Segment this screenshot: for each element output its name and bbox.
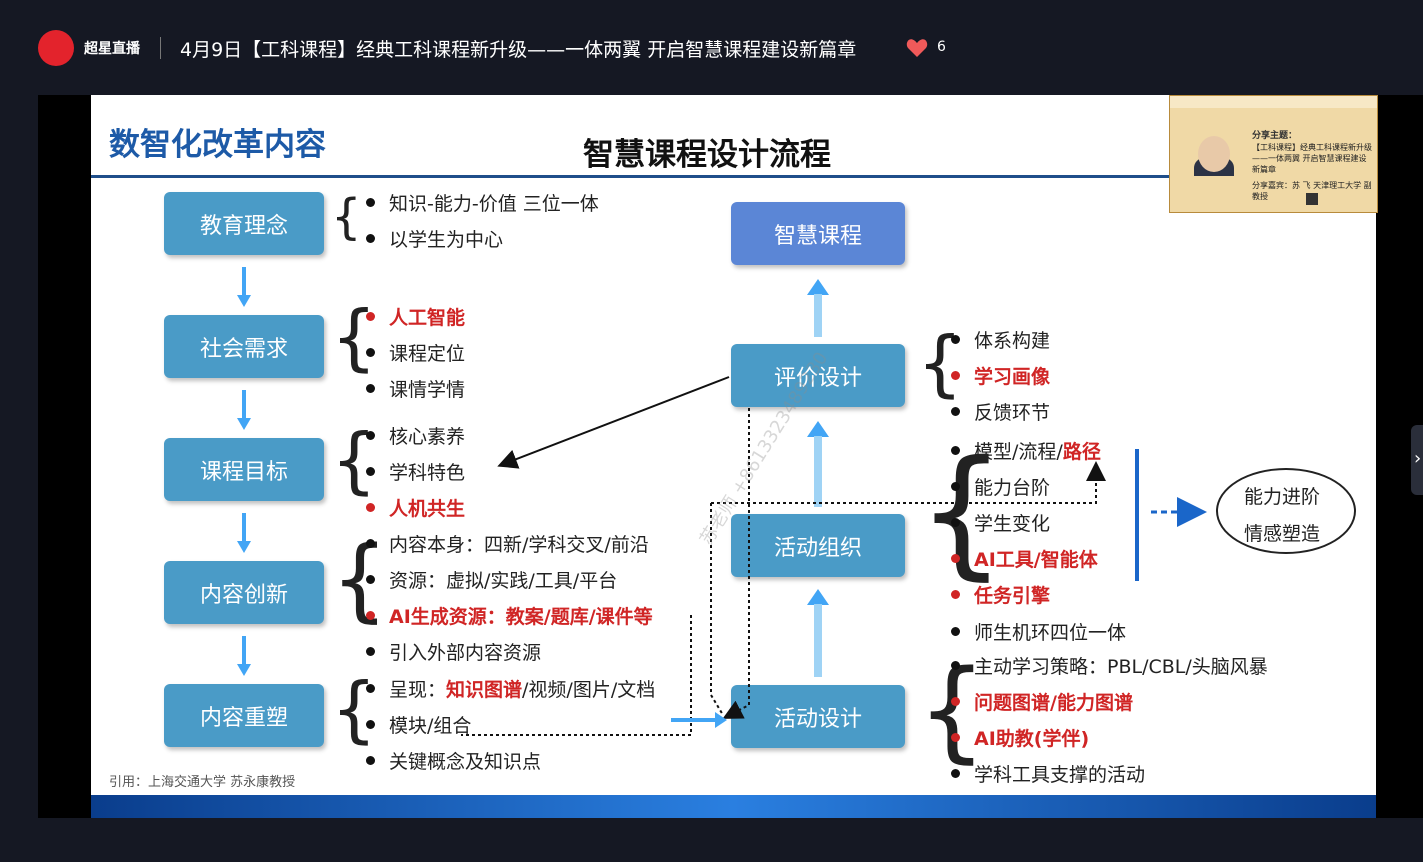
list-item: 学科工具支撑的活动 (951, 760, 1145, 787)
box-social-demand: 社会需求 (164, 315, 324, 378)
arrow-up-icon (807, 589, 829, 677)
list-item: 师生机环四位一体 (951, 618, 1126, 645)
list-item: AI助教(学伴) (951, 724, 1089, 751)
box-smart-course: 智慧课程 (731, 202, 905, 265)
list-item: AI工具/智能体 (951, 545, 1098, 572)
brace: { (917, 646, 987, 774)
box-content-reshape: 内容重塑 (164, 684, 324, 747)
inset-speaker: 分享嘉宾：苏 飞 天津理工大学 副教授 (1252, 181, 1372, 201)
slide: 数智化改革内容 智慧课程设计流程 教育理念 社会需求 课程目标 内容创新 内容重… (91, 95, 1376, 818)
list-item: 核心素养 (366, 422, 465, 449)
brand-label: 超星直播 (84, 41, 140, 57)
like-count: 6 (937, 39, 946, 55)
oval-text: 情感塑造 (1244, 523, 1321, 545)
box-activity-organization: 活动组织 (731, 514, 905, 577)
inset-header (1170, 96, 1377, 108)
list-item: 知识-能力-价值 三位一体 (366, 189, 599, 216)
speaker-inset[interactable]: 分享主题： 【工科课程】经典工科课程新升级——一体两翼 开启智慧课程建设新篇章 … (1169, 95, 1378, 213)
list-item: 主动学习策略：PBL/CBL/头脑风暴 (951, 652, 1268, 679)
box-education-philosophy: 教育理念 (164, 192, 324, 255)
list-item: 学生变化 (951, 509, 1050, 536)
list-item: 模型/流程/路径 (951, 437, 1101, 464)
qr-code-icon (1306, 193, 1318, 205)
chaoxing-logo-icon[interactable] (38, 30, 74, 66)
list-item: 以学生为中心 (366, 225, 503, 252)
list-item: 能力台阶 (951, 473, 1050, 500)
citation: 引用：上海交通大学 苏永康教授 (109, 775, 296, 790)
list-item: AI生成资源：教案/题库/课件等 (366, 602, 653, 629)
brace: { (331, 527, 389, 632)
list-item: 关键概念及知识点 (366, 747, 541, 774)
list-item: 引入外部内容资源 (366, 638, 541, 665)
oval-text: 能力进阶 (1244, 486, 1321, 508)
divider (160, 37, 161, 59)
list-item: 问题图谱/能力图谱 (951, 688, 1133, 715)
arrow-up-icon (807, 421, 829, 507)
heart-icon[interactable] (906, 38, 928, 58)
side-panel-toggle[interactable] (1411, 425, 1423, 495)
box-course-goal: 课程目标 (164, 438, 324, 501)
live-title: 4月9日【工科课程】经典工科课程新升级——一体两翼 开启智慧课程建设新篇章 (180, 39, 857, 61)
section-title: 数智化改革内容 (109, 127, 326, 163)
arrow-down-icon (237, 636, 251, 676)
list-item: 资源：虚拟/实践/工具/平台 (366, 566, 617, 593)
list-item: 课程定位 (366, 339, 465, 366)
list-item: 模块/组合 (366, 711, 471, 738)
brace: { (331, 189, 362, 245)
list-item: 人工智能 (366, 303, 465, 330)
arrow-up-icon (807, 279, 829, 337)
header-rule (91, 175, 1376, 178)
box-activity-design: 活动设计 (731, 685, 905, 748)
list-item: 学科特色 (366, 458, 465, 485)
box-content-innovation: 内容创新 (164, 561, 324, 624)
brace: { (917, 431, 1007, 594)
list-item: 课情学情 (366, 375, 465, 402)
arrow-down-icon (237, 390, 251, 430)
box-evaluation-design: 评价设计 (731, 344, 905, 407)
top-bar: 超星直播 4月9日【工科课程】经典工科课程新升级——一体两翼 开启智慧课程建设新… (0, 0, 1423, 95)
list-item: 体系构建 (951, 326, 1050, 353)
arrow-down-icon (237, 267, 251, 307)
list-item: 内容本身：四新/学科交叉/前沿 (366, 530, 649, 557)
inset-share-label: 分享主题： (1252, 131, 1298, 141)
main-title: 智慧课程设计流程 (583, 137, 831, 173)
inset-topic: 【工科课程】经典工科课程新升级——一体两翼 开启智慧课程建设新篇章 (1252, 143, 1372, 174)
list-item: 学习画像 (951, 362, 1050, 389)
vertical-bar (1135, 449, 1139, 581)
bottom-band (91, 795, 1376, 818)
list-item: 任务引擎 (951, 581, 1050, 608)
list-item: 反馈环节 (951, 398, 1050, 425)
list-item: 人机共生 (366, 494, 465, 521)
arrow-down-icon (237, 513, 251, 553)
list-item: 呈现：知识图谱/视频/图片/文档 (366, 675, 655, 702)
chevron-right-icon[interactable]: › (1414, 448, 1422, 469)
speaker-face (1198, 136, 1230, 172)
outcome-oval (1216, 468, 1356, 554)
